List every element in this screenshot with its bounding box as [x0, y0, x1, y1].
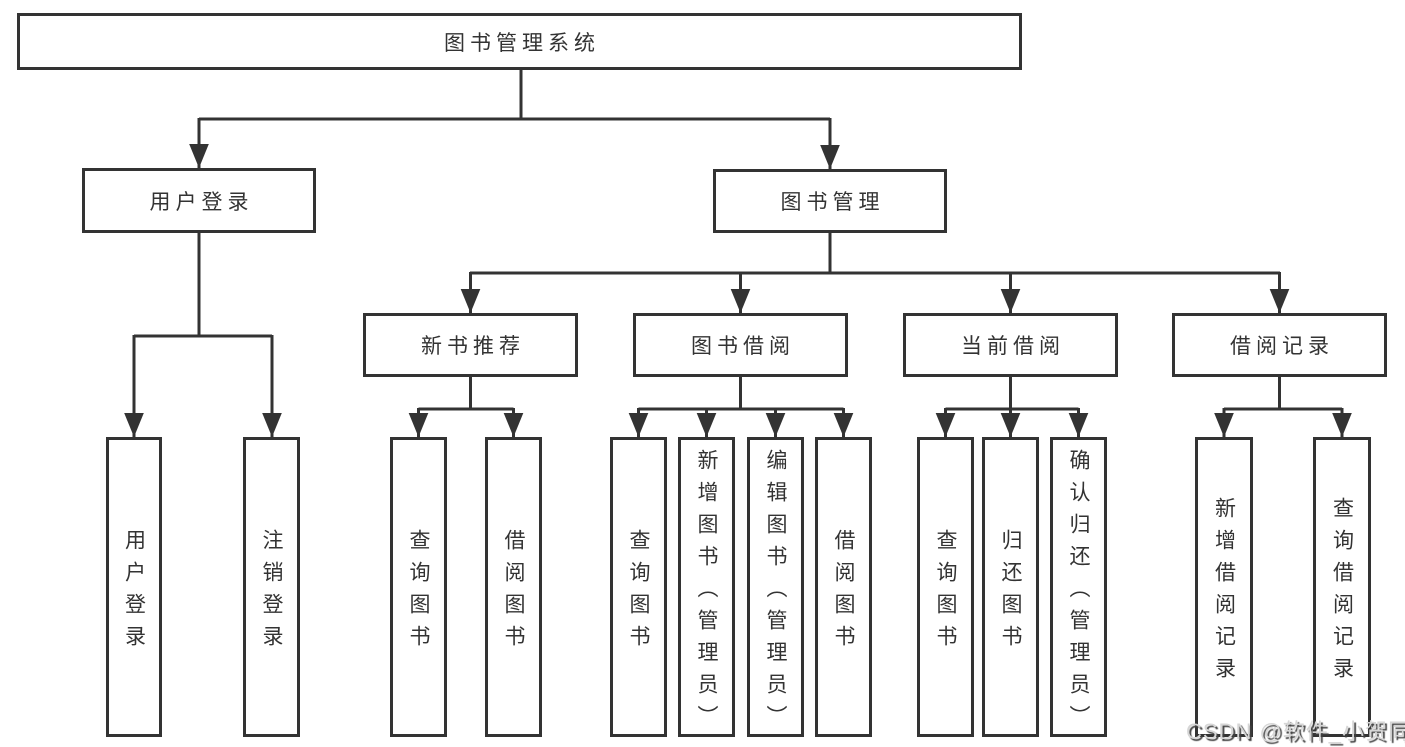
- node-leaf-logout: 注销登录: [243, 437, 300, 737]
- node-current-borrowing: 当前借阅: [903, 313, 1118, 377]
- node-borrowing-records: 借阅记录: [1172, 313, 1387, 377]
- connector-new-book-rec-split: [418, 375, 514, 411]
- node-leaf-cb-query-books: 查询图书: [917, 437, 974, 737]
- connector-borrow-record-split: [1224, 375, 1342, 411]
- node-leaf-cb-confirm-return-admin: 确认归还（管理员）: [1050, 437, 1107, 737]
- node-leaf-bb-edit-books-admin: 编辑图书（管理员）: [747, 437, 804, 737]
- node-user-login: 用户登录: [82, 168, 316, 233]
- node-label: 用户登录: [122, 528, 146, 657]
- node-new-book-recommendation: 新书推荐: [363, 313, 578, 377]
- connector-book-mgmt-split: [470, 231, 1280, 275]
- node-book-management: 图书管理: [713, 169, 947, 233]
- node-leaf-bb-add-books-admin: 新增图书（管理员）: [678, 437, 735, 737]
- node-label: 归还图书: [999, 528, 1023, 657]
- csdn-watermark: CSDN @软件_小贺同学: [1186, 719, 1405, 744]
- node-label: 新增借阅记录: [1212, 496, 1236, 689]
- node-leaf-rec-query-books: 查询图书: [390, 437, 447, 737]
- node-label: 新增图书（管理员）: [695, 448, 719, 737]
- node-library-management-system: 图书管理系统: [17, 13, 1022, 70]
- node-label: 借阅图书: [832, 528, 856, 657]
- node-label: 借阅图书: [502, 528, 526, 657]
- connector-root-split: [199, 68, 830, 121]
- node-label: 查询借阅记录: [1330, 496, 1354, 689]
- connector-current-borrow-split: [945, 375, 1079, 411]
- node-label: 注销登录: [260, 528, 284, 657]
- connector-user-login-split: [134, 231, 272, 338]
- node-leaf-bb-borrow-books: 借阅图书: [815, 437, 872, 737]
- node-label: 查询图书: [407, 528, 431, 657]
- node-label: 查询图书: [627, 528, 651, 657]
- node-label: 编辑图书（管理员）: [764, 448, 788, 737]
- node-book-borrowing: 图书借阅: [633, 313, 848, 377]
- node-label: 查询图书: [934, 528, 958, 657]
- connector-book-borrow-split: [638, 375, 844, 411]
- node-leaf-br-query-record: 查询借阅记录: [1313, 437, 1371, 737]
- node-leaf-br-add-record: 新增借阅记录: [1195, 437, 1253, 737]
- node-leaf-user-login: 用户登录: [106, 437, 162, 737]
- node-leaf-cb-return-books: 归还图书: [982, 437, 1039, 737]
- node-leaf-bb-query-books: 查询图书: [610, 437, 667, 737]
- node-leaf-rec-borrow-books: 借阅图书: [485, 437, 542, 737]
- node-label: 确认归还（管理员）: [1067, 448, 1091, 737]
